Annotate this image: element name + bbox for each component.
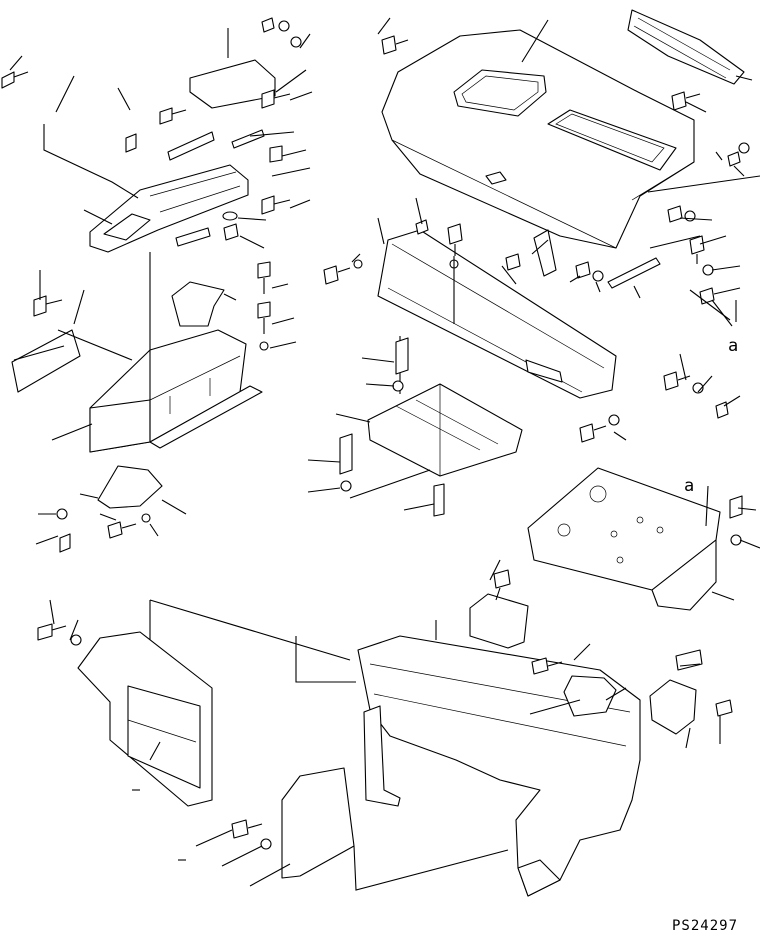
bottom-fasteners xyxy=(37,569,733,850)
right-fasteners xyxy=(323,35,750,546)
floor-cover-assembly xyxy=(381,9,745,249)
reference-mark-a: a xyxy=(684,476,695,496)
drawing-code: PS24297 xyxy=(672,918,739,934)
floor-frame-assembly xyxy=(377,229,661,399)
left-fasteners xyxy=(1,17,302,553)
right-leader-lines xyxy=(307,17,760,601)
left-console-assembly xyxy=(11,59,276,509)
reference-mark-a: a xyxy=(728,336,739,356)
bottom-leader-lines xyxy=(49,559,721,891)
main-frame-assembly xyxy=(77,593,703,897)
floor-plate xyxy=(345,336,523,517)
mounting-bracket-plate xyxy=(527,467,721,611)
left-leader-lines xyxy=(9,28,313,545)
